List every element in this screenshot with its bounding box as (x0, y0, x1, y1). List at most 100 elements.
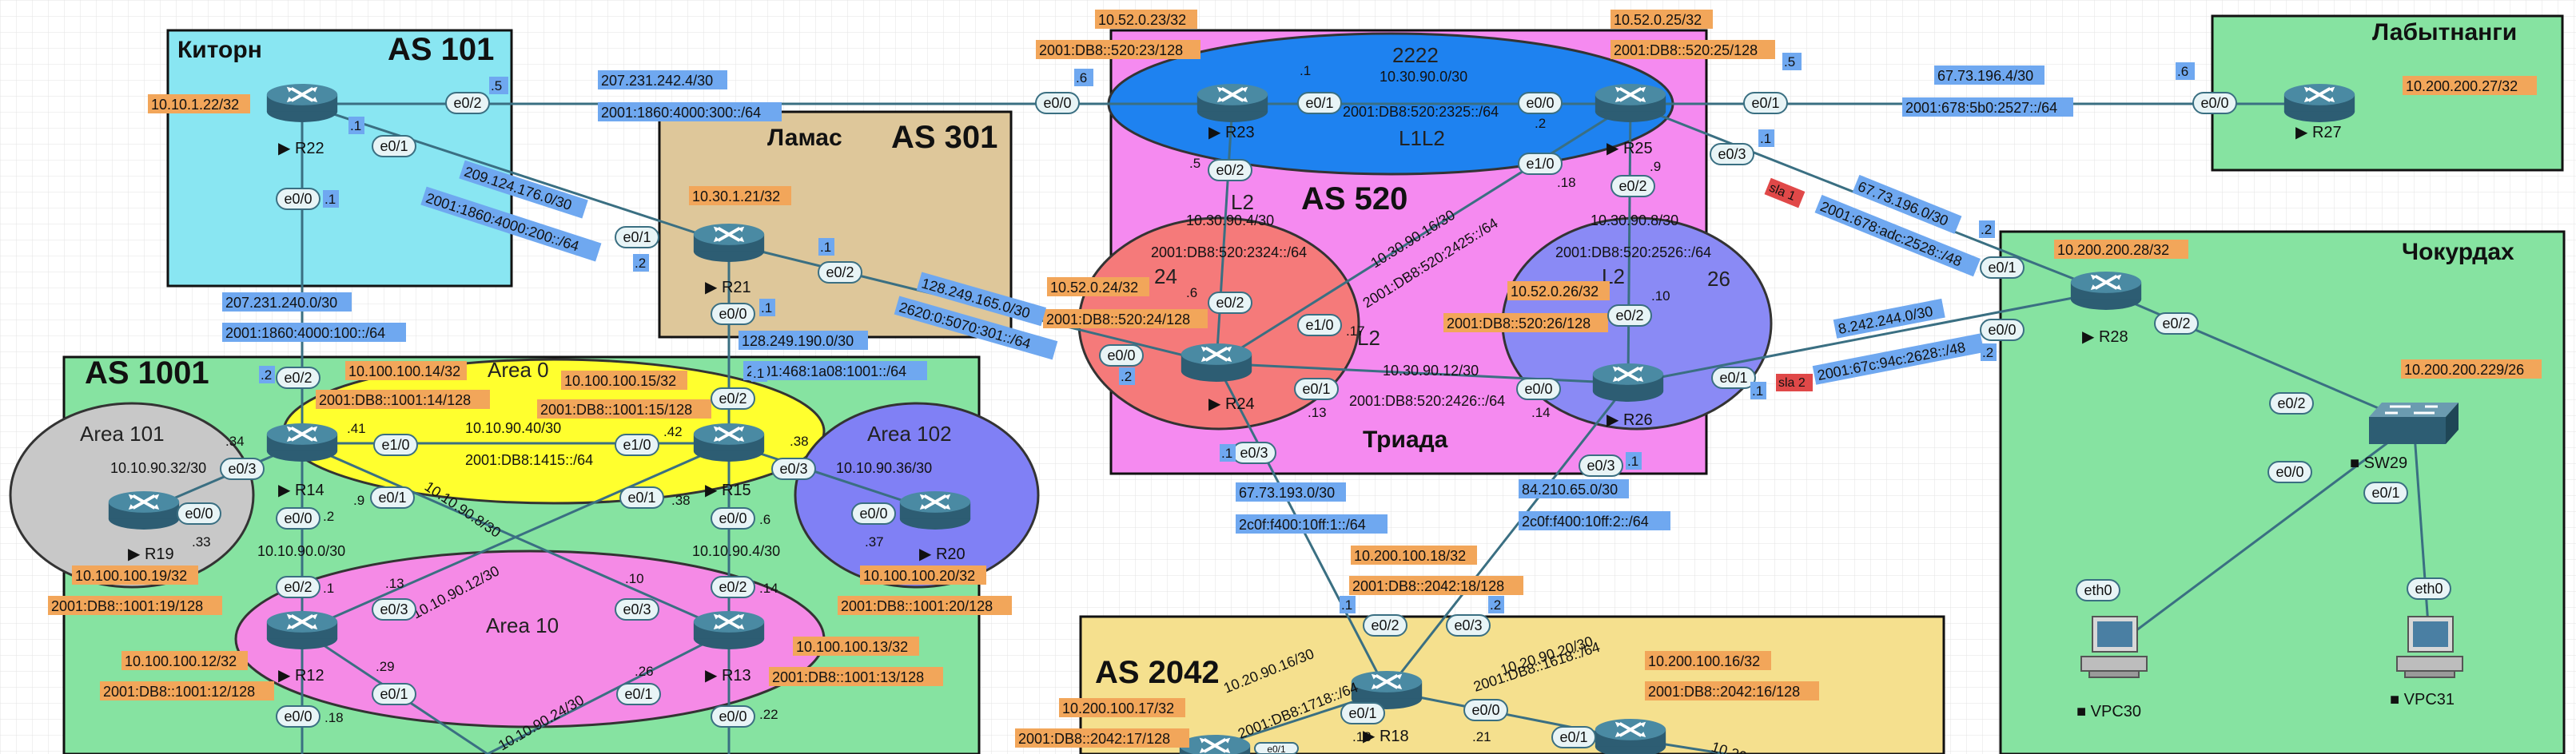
octet-label: .22 (759, 707, 778, 722)
subnet-label: 10.10.90.40/30 (465, 420, 561, 436)
svg-text:e1/0: e1/0 (1526, 156, 1554, 172)
octet-label: .14 (1531, 405, 1551, 420)
router-r19-icon[interactable] (106, 489, 181, 531)
interface-e0-0-r20: e0/0 (851, 502, 896, 525)
octet-label: .38 (671, 493, 691, 508)
interface-e0-0-r13: e0/0 (711, 705, 755, 728)
interface-e0-0-r14: e0/0 (276, 507, 321, 530)
svg-text:e0/2: e0/2 (1371, 617, 1399, 633)
subnet-label: 2001:DB8:520:2426::/64 (1349, 393, 1505, 409)
svg-text:e0/0: e0/0 (284, 510, 312, 526)
svg-text:.5: .5 (491, 78, 502, 93)
interface-e0-2-r22: e0/2 (445, 92, 490, 114)
interface-e1-0-r15: e1/0 (615, 434, 659, 456)
switch-sw29-icon[interactable] (2367, 401, 2460, 446)
svg-text:e1/0: e1/0 (381, 437, 409, 453)
router-r20-icon[interactable] (898, 489, 973, 531)
area-101-label: Area 101 (80, 422, 165, 446)
link-r28-sw29 (2105, 290, 2415, 425)
isis-24-l2-label: L2 (1231, 190, 1254, 214)
octet-label: .14 (759, 581, 778, 596)
svg-text:2001:DB8::2042:17/128: 2001:DB8::2042:17/128 (1018, 731, 1170, 747)
interface-e0-1-r14: e0/1 (370, 486, 415, 509)
octet-label: .5 (1782, 53, 1802, 70)
interface-e0-1-r28: e0/1 (1980, 256, 2025, 279)
svg-text:2001:DB8::520:26/128: 2001:DB8::520:26/128 (1447, 315, 1591, 331)
octet-label: .5 (1189, 156, 1200, 171)
router-r15-icon[interactable] (691, 421, 766, 463)
interface-e0-2-r12: e0/2 (276, 576, 321, 598)
addr-label: 2001:DB8::2042:18/128 (1349, 576, 1523, 595)
as-520-label: AS 520 (1301, 181, 1407, 216)
subnet-label: 10.30.90.4/30 (1186, 212, 1274, 228)
svg-text:e0/0: e0/0 (859, 506, 887, 522)
device-name-r14: ▶ R14 (278, 482, 324, 499)
svg-text:e0/2: e0/2 (826, 264, 854, 280)
svg-text:10.200.200.27/32: 10.200.200.27/32 (2406, 78, 2518, 94)
svg-text:e0/1: e0/1 (1348, 705, 1376, 721)
interface-e1-0-r25: e1/0 (1518, 153, 1563, 175)
interface-e0-0-r26: e0/0 (1516, 378, 1561, 400)
svg-text:10.100.100.15/32: 10.100.100.15/32 (564, 373, 676, 389)
router-r27-icon[interactable] (2282, 81, 2357, 124)
interface-e0-3-r18: e0/3 (1446, 614, 1491, 637)
router-r14-icon[interactable] (265, 421, 340, 463)
addr-label: 2001:DB8::520:26/128 (1443, 313, 1608, 332)
interface-e0-0-r19: e0/0 (177, 502, 221, 525)
as-2042-label: AS 2042 (1095, 655, 1220, 690)
svg-text:10.200.100.16/32: 10.200.100.16/32 (1648, 653, 1760, 669)
subnet-label: 2001:DB8:520:2324::/64 (1151, 244, 1307, 260)
interface-e0-0-r25: e0/0 (1518, 92, 1563, 114)
net-label: 2c0f:f400:10ff:2::/64 (1519, 511, 1670, 530)
interface-e0-3-r25: e0/3 (1710, 143, 1754, 165)
router-r22-icon[interactable] (265, 81, 340, 124)
interface-e0-2-r24: e0/2 (1208, 292, 1252, 314)
octet-label: .2 (1981, 343, 1997, 361)
svg-text:2001:DB8::520:25/128: 2001:DB8::520:25/128 (1614, 42, 1758, 58)
device-name-r19: ▶ R19 (128, 546, 174, 563)
octet-label: .2 (1488, 596, 1504, 613)
router-r12-icon[interactable] (265, 609, 340, 651)
svg-text:.6: .6 (1076, 70, 1087, 85)
svg-text:e0/1: e0/1 (1719, 370, 1747, 386)
addr-label: 2001:DB8::1001:12/128 (100, 681, 274, 700)
area-0-label: Area 0 (488, 358, 549, 382)
sla-2-badge: sla 2 (1776, 374, 1813, 391)
interface-e0-3-r24: e0/3 (1232, 442, 1276, 464)
router-r28-icon[interactable] (2068, 269, 2144, 312)
router-r26-icon[interactable] (1591, 361, 1666, 403)
svg-text:e0/0: e0/0 (2275, 464, 2303, 480)
device-name-r12: ▶ R12 (278, 667, 324, 685)
addr-label: 2001:DB8::1001:14/128 (316, 390, 490, 409)
addr-label: 2001:DB8::520:25/128 (1610, 40, 1775, 59)
interface-e0-2-sw29: e0/2 (2269, 392, 2314, 415)
octet-label: .33 (192, 534, 211, 550)
addr-label: 10.200.200.229/26 (2401, 359, 2542, 379)
svg-text:.1: .1 (753, 366, 764, 381)
net-label: 207.231.240.0/30 (222, 292, 352, 312)
octet-label: .10 (625, 571, 644, 586)
svg-text:2c0f:f400:10ff:1::/64: 2c0f:f400:10ff:1::/64 (1239, 517, 1366, 533)
svg-text:67.73.193.0/30: 67.73.193.0/30 (1239, 485, 1335, 501)
router-r24-icon[interactable] (1179, 341, 1254, 383)
router-r25-icon[interactable] (1593, 81, 1668, 124)
interface-e0-1-r24: e0/1 (1294, 378, 1339, 400)
router-r13-icon[interactable] (691, 609, 766, 651)
link-sw29-vpc31 (2412, 423, 2431, 648)
svg-text:2001:DB8::1001:15/128: 2001:DB8::1001:15/128 (540, 402, 692, 418)
router-r21-icon[interactable] (691, 221, 766, 264)
svg-text:10.100.100.13/32: 10.100.100.13/32 (796, 639, 908, 655)
octet-label: .10 (1651, 288, 1670, 304)
svg-text:10.100.100.20/32: 10.100.100.20/32 (863, 568, 975, 584)
router-r16-icon[interactable] (1593, 716, 1668, 754)
interface-e0-3-r13: e0/3 (615, 598, 659, 621)
link-r22-r21 (301, 102, 730, 245)
interface-e0-0-r28: e0/0 (1980, 319, 2025, 341)
router-r23-icon[interactable] (1195, 81, 1270, 124)
svg-text:e1/0: e1/0 (1305, 317, 1333, 333)
svg-text:e0/0: e0/0 (1524, 381, 1552, 397)
octet-label: .18 (1352, 729, 1372, 744)
labytnangi-label: Лабытнанги (2372, 19, 2517, 46)
net-label: 84.210.65.0/30 (1519, 479, 1629, 498)
svg-text:e0/2: e0/2 (719, 391, 747, 407)
